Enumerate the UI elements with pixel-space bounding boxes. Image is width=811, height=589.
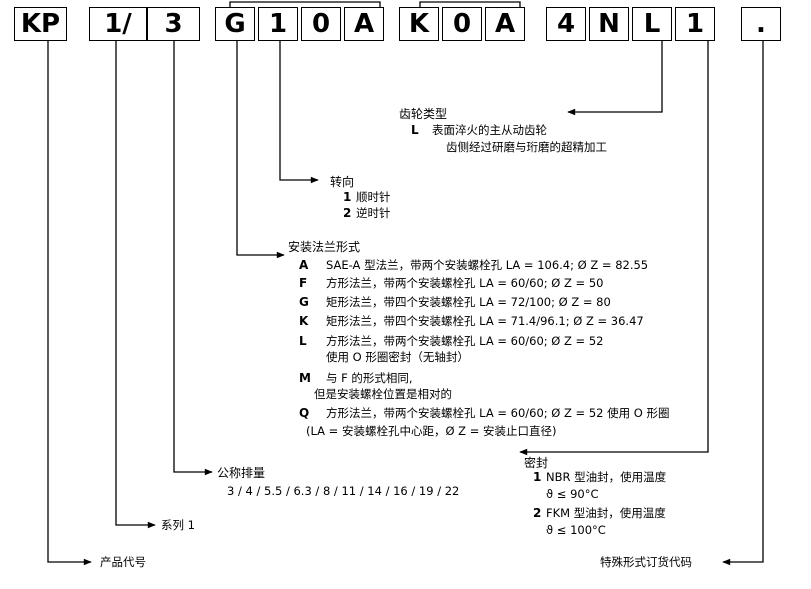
flange-footnote: (LA = 安装螺栓孔中心距，Ø Z = 安装止口直径) xyxy=(306,424,557,438)
flange-text-g: 矩形法兰，带四个安装螺栓孔 LA = 72/100; Ø Z = 80 xyxy=(326,295,611,309)
flange-key-a: A xyxy=(299,258,309,272)
flange-key-k: K xyxy=(299,314,309,328)
code-cell-seal: 1 xyxy=(675,7,715,41)
seal-temp-1: ϑ ≤ 90°C xyxy=(546,487,599,501)
flange-text-l: 方形法兰，带两个安装螺栓孔 LA = 60/60; Ø Z = 52 xyxy=(326,334,604,348)
seal-temp-2: ϑ ≤ 100°C xyxy=(546,523,606,537)
seal-text-2: FKM 型油封，使用温度 xyxy=(546,506,666,520)
gear-type-line1: 表面淬火的主从动齿轮 xyxy=(432,123,547,137)
gear-type-title: 齿轮类型 xyxy=(399,107,448,121)
flange-key-f: F xyxy=(299,276,308,290)
rotation-text-2: 逆时针 xyxy=(356,206,391,220)
gear-type-key: L xyxy=(411,123,419,137)
code-cell-g4: A xyxy=(344,7,384,41)
seal-key-2: 2 xyxy=(533,506,542,520)
code-cell-flange: G xyxy=(215,7,255,41)
series-label: 系列 1 xyxy=(161,518,195,532)
seal-title: 密封 xyxy=(524,456,549,470)
flange-key-m: M xyxy=(299,371,311,385)
code-cell-h1: K xyxy=(399,7,439,41)
rotation-key-1: 1 xyxy=(343,190,352,204)
flange-key-l: L xyxy=(299,334,307,348)
code-cell-rotation: 1 xyxy=(258,7,298,41)
flange-text-f: 方形法兰，带两个安装螺栓孔 LA = 60/60; Ø Z = 50 xyxy=(326,276,604,290)
flange-title: 安装法兰形式 xyxy=(288,240,361,254)
flange-text-a: SAE-A 型法兰，带两个安装螺栓孔 LA = 106.4; Ø Z = 82.… xyxy=(326,258,649,272)
flange-text-m-2: 但是安装螺栓位置是相对的 xyxy=(314,387,452,401)
flange-key-q: Q xyxy=(299,406,310,420)
flange-text-m: 与 F 的形式相同, xyxy=(326,371,413,385)
seal-text-1: NBR 型油封，使用温度 xyxy=(546,470,667,484)
product-code-label: 产品代号 xyxy=(100,555,146,569)
seal-key-1: 1 xyxy=(533,470,542,484)
code-cell-h2: 0 xyxy=(442,7,482,41)
rotation-title: 转向 xyxy=(330,175,355,189)
flange-text-l-2: 使用 O 形圈密封（无轴封） xyxy=(326,350,469,364)
code-cell-series: 1/ xyxy=(89,7,147,41)
code-cell-gear: L xyxy=(632,7,672,41)
code-cell-h3: A xyxy=(485,7,525,41)
flange-text-k: 矩形法兰，带四个安装螺栓孔 LA = 71.4/96.1; Ø Z = 36.4… xyxy=(326,314,644,328)
displacement-values: 3 / 4 / 5.5 / 6.3 / 8 / 11 / 14 / 16 / 1… xyxy=(227,484,460,498)
rotation-text-1: 顺时针 xyxy=(356,190,391,204)
code-cell-size: 3 xyxy=(147,7,200,41)
code-cell-j2: N xyxy=(589,7,629,41)
code-cell-kp: KP xyxy=(14,7,67,41)
rotation-key-2: 2 xyxy=(343,206,352,220)
code-cell-j1: 4 xyxy=(546,7,586,41)
special-label: 特殊形式订货代码 xyxy=(600,555,692,569)
code-cell-special: . xyxy=(741,7,781,41)
flange-key-g: G xyxy=(299,295,309,309)
flange-text-q: 方形法兰，带两个安装螺栓孔 LA = 60/60; Ø Z = 52 使用 O … xyxy=(326,406,670,420)
code-cell-g3: 0 xyxy=(301,7,341,41)
gear-type-line2: 齿侧经过研磨与珩磨的超精加工 xyxy=(446,140,607,154)
displacement-title: 公称排量 xyxy=(217,466,266,480)
